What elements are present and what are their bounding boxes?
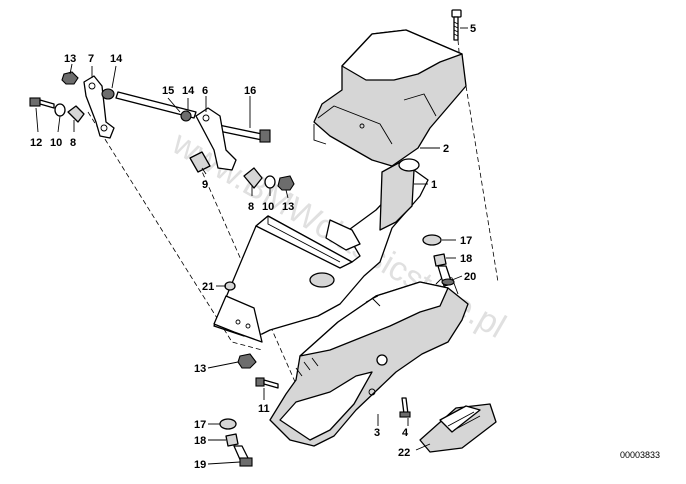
callout-13-right: 13	[282, 201, 294, 213]
nut-13-top	[61, 71, 79, 85]
callout-7: 7	[88, 53, 94, 65]
assembly-line-right	[465, 85, 499, 283]
sleeve-18-upper	[433, 253, 447, 267]
nut-13-lower	[237, 353, 257, 369]
bushing-14-right	[180, 110, 192, 122]
callout-14-left: 14	[110, 53, 123, 65]
clip-nut-21	[224, 281, 236, 291]
callout-14-right: 14	[182, 85, 195, 97]
callout-8-right: 8	[248, 201, 254, 213]
nut-13-right	[277, 175, 295, 191]
callout-12: 12	[30, 137, 42, 149]
callout-16: 16	[244, 85, 256, 97]
callout-3: 3	[374, 427, 380, 439]
screw-5	[451, 9, 462, 41]
bracket-6	[195, 107, 237, 171]
leader-lines	[35, 27, 468, 465]
clip-nut-8-right	[243, 167, 263, 189]
callout-8-left: 8	[70, 137, 76, 149]
callout-labels: 5 2 1 17 18 20 4 3 22 13 7 14 15 14 6 16…	[30, 23, 476, 471]
cover-cap	[419, 403, 497, 453]
screw-4	[399, 397, 411, 418]
washer-17-lower	[219, 418, 237, 430]
washer-10-left	[54, 103, 66, 117]
callout-17-right: 17	[460, 235, 472, 247]
callout-15: 15	[162, 85, 174, 97]
callout-9: 9	[202, 179, 208, 191]
mounting-bracket-7	[83, 75, 115, 139]
threaded-rod-15	[115, 91, 197, 119]
latch-pin-19	[233, 445, 253, 467]
callout-18-lower: 18	[194, 435, 206, 447]
assembly-line-left	[87, 111, 263, 351]
washer-17-upper	[422, 234, 442, 246]
callout-13-top: 13	[64, 53, 76, 65]
callout-6: 6	[202, 85, 208, 97]
callout-2: 2	[443, 143, 449, 155]
latch-pin-20	[437, 265, 455, 287]
lower-trim-panel	[269, 275, 469, 447]
callout-18-right: 18	[460, 253, 472, 265]
callout-10-left: 10	[50, 137, 62, 149]
callout-20: 20	[464, 271, 476, 283]
callout-21: 21	[202, 281, 214, 293]
steering-column-tube	[213, 158, 429, 343]
callout-10-right: 10	[262, 201, 274, 213]
washer-10-right	[264, 175, 276, 189]
sleeve-18-lower	[225, 433, 239, 447]
callout-13-lower: 13	[194, 363, 206, 375]
callout-4: 4	[402, 427, 409, 439]
hex-bolt-12	[29, 97, 55, 109]
clip-nut-8-left	[67, 105, 85, 123]
callout-22: 22	[398, 447, 410, 459]
callout-19: 19	[194, 459, 206, 471]
screw-11	[255, 377, 279, 389]
callout-11: 11	[258, 403, 270, 415]
upper-trim-cover	[313, 29, 467, 167]
callout-5: 5	[470, 23, 476, 35]
callout-17-lower: 17	[194, 419, 206, 431]
bushing-14-left	[101, 88, 115, 100]
diagram-reference-number: 00003833	[620, 450, 660, 460]
callout-1: 1	[431, 179, 437, 191]
sleeve-9	[189, 151, 211, 173]
